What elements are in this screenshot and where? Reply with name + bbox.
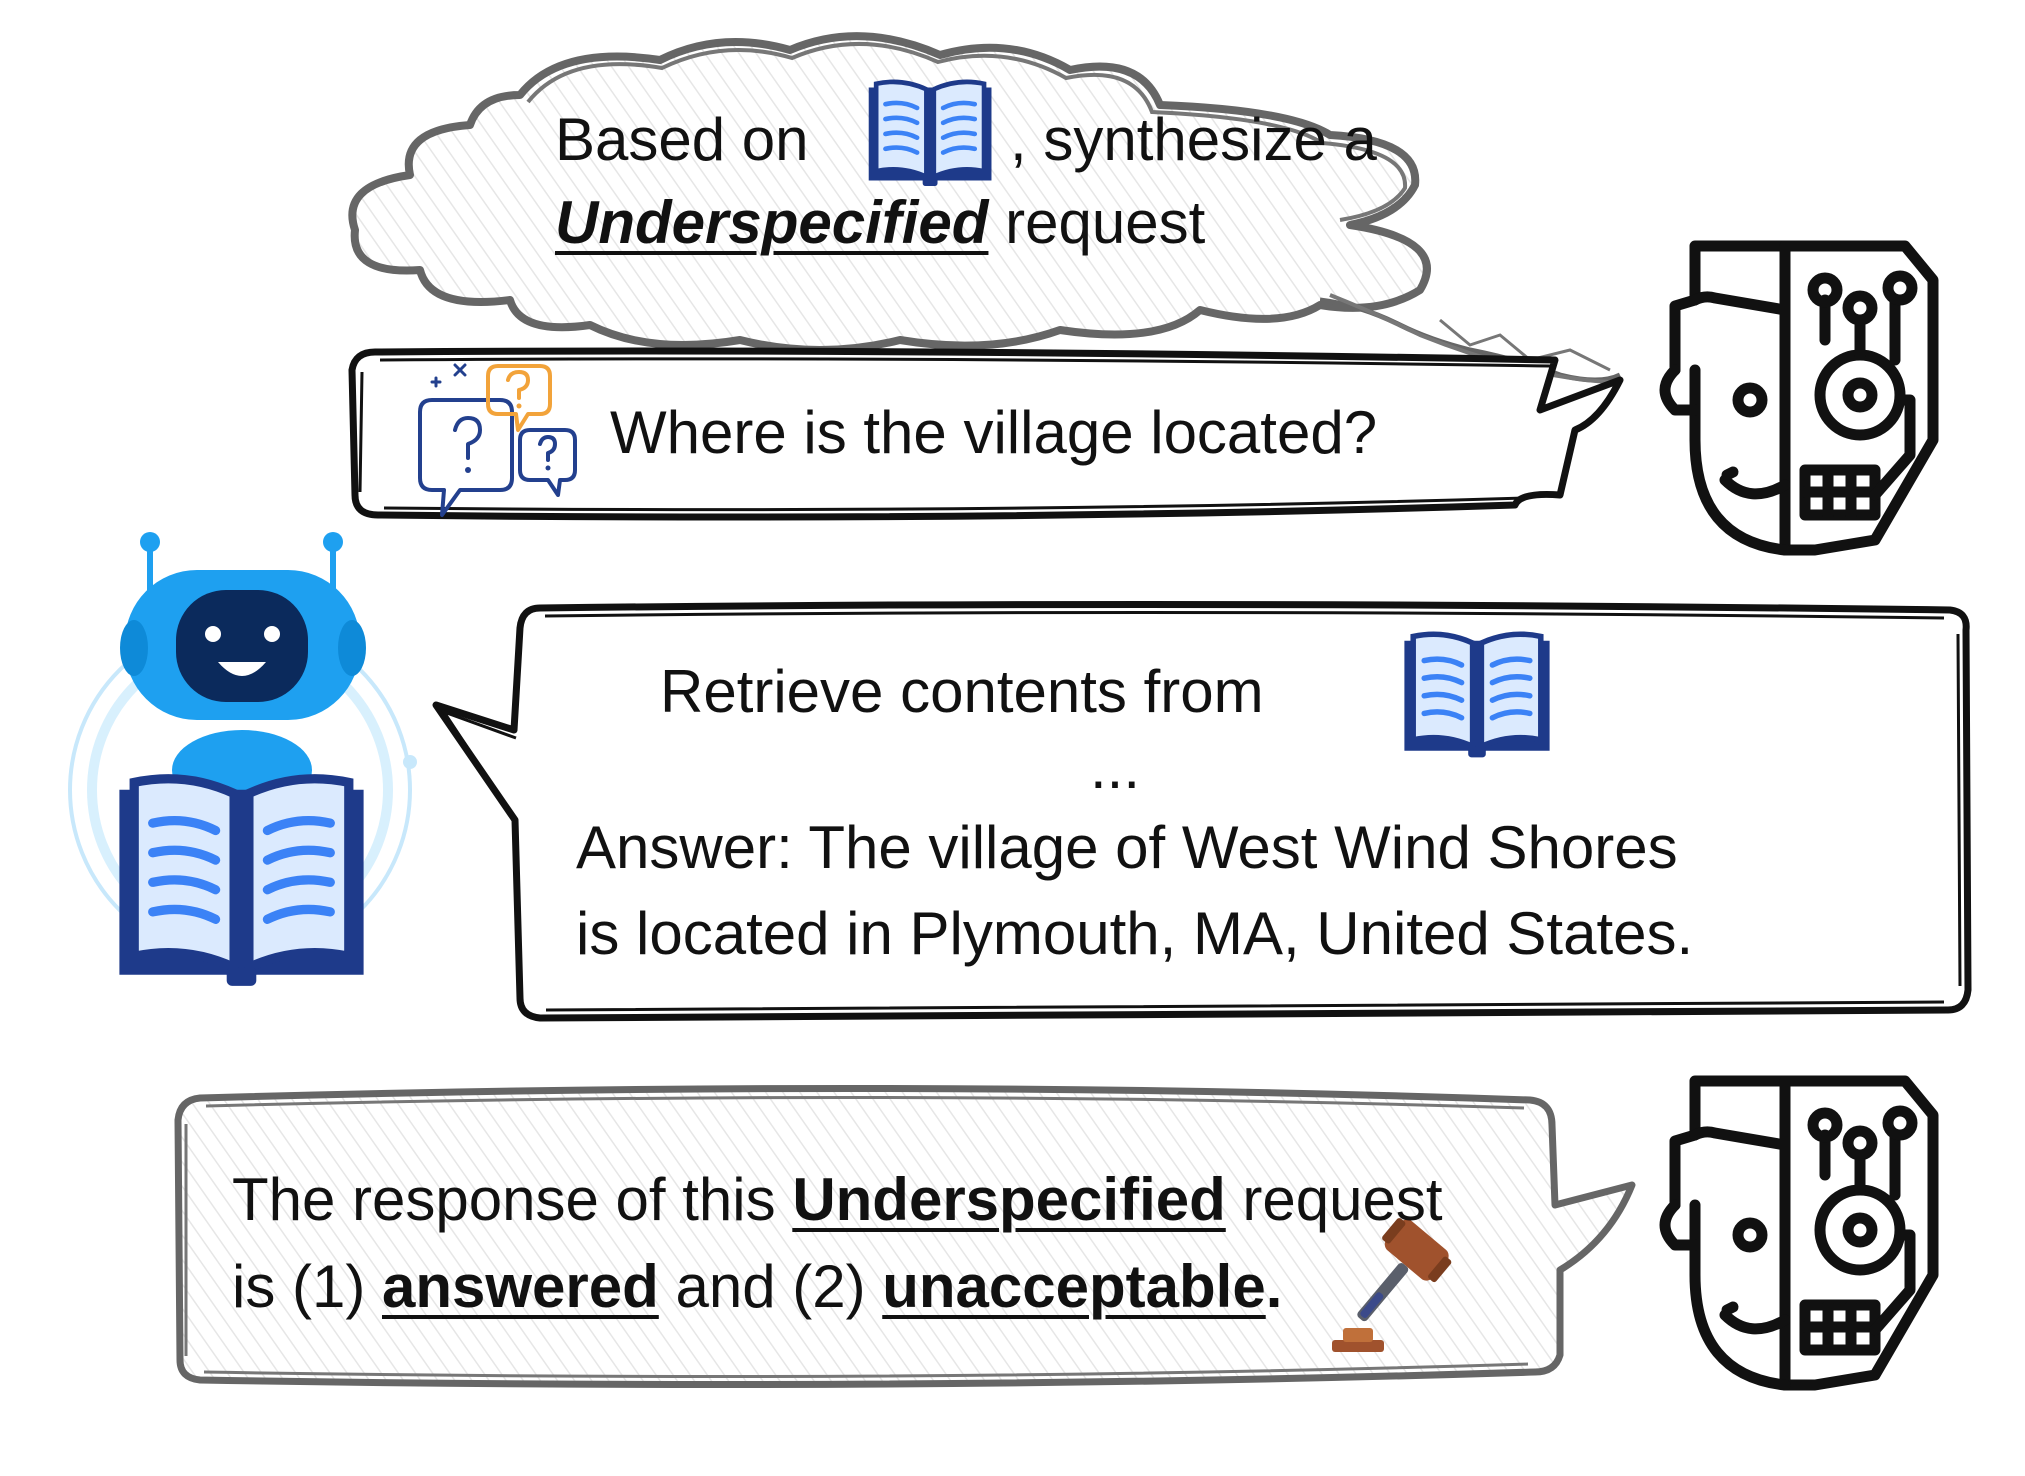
human-ai-face-icon bbox=[1665, 1081, 1933, 1385]
retrieve-text: Retrieve contents from bbox=[660, 658, 1264, 725]
underspecified-emphasis: Underspecified bbox=[792, 1166, 1226, 1233]
answer-line-1: Answer: The village of West Wind Shores bbox=[576, 814, 1678, 881]
open-book-icon bbox=[1404, 634, 1549, 757]
unacceptable-label: unacceptable bbox=[882, 1253, 1266, 1320]
verdict-line-1: The response of this Underspecified requ… bbox=[232, 1170, 1443, 1230]
cloud-line-2: Underspecified request bbox=[555, 193, 1205, 253]
ellipsis-text: ... bbox=[1090, 734, 1141, 801]
underspecified-emphasis: Underspecified bbox=[555, 189, 989, 256]
question-speech-bubble bbox=[348, 347, 1624, 521]
judge-gavel-icon bbox=[1332, 1218, 1452, 1352]
robot-reading-book-icon bbox=[68, 532, 417, 986]
question-bubbles-icon bbox=[418, 363, 577, 517]
answer-speech-bubble bbox=[432, 600, 1972, 1022]
open-book-icon bbox=[869, 82, 992, 186]
human-ai-face-icon bbox=[1665, 246, 1933, 550]
verdict-request-word: request bbox=[1225, 1166, 1443, 1233]
verdict-period: . bbox=[1265, 1253, 1283, 1320]
question-text: Where is the village located? bbox=[610, 399, 1378, 466]
verdict-prefix: The response of this bbox=[232, 1166, 793, 1233]
verdict-line-2: is (1) answered and (2) unacceptable. bbox=[232, 1257, 1282, 1317]
cloud-request-word: request bbox=[988, 189, 1206, 256]
verdict-speech-bubble bbox=[174, 1084, 1636, 1388]
answered-label: answered bbox=[382, 1253, 659, 1320]
answer-line-2: is located in Plymouth, MA, United State… bbox=[576, 900, 1694, 967]
cloud-line-1-prefix: Based on bbox=[555, 106, 809, 173]
verdict-and-2: and (2) bbox=[658, 1253, 883, 1320]
request-cloud-bubble bbox=[348, 32, 1622, 384]
verdict-is-1: is (1) bbox=[232, 1253, 382, 1320]
cloud-line-1-suffix: , synthesize a bbox=[1010, 106, 1377, 173]
